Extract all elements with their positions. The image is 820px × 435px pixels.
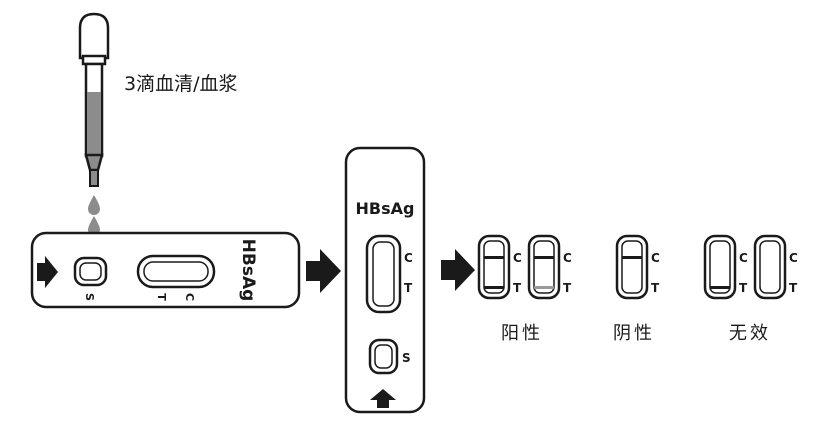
test-line-label: T xyxy=(789,281,798,295)
result-window xyxy=(703,234,737,300)
control-line xyxy=(484,256,504,259)
test-line-faint xyxy=(534,286,554,289)
result-window xyxy=(753,234,787,300)
sample-well-label: S xyxy=(402,351,411,365)
invalid-strip: C T xyxy=(703,234,748,300)
invalid-label: 无效 xyxy=(729,323,771,344)
negative-strip: C T xyxy=(615,234,660,300)
positive-strip: C T xyxy=(527,234,572,300)
cassette-brand: HBsAg xyxy=(356,199,415,218)
control-line-label: C xyxy=(739,251,748,265)
result-window-inner xyxy=(483,240,505,294)
invalid-strip: C T xyxy=(753,234,798,300)
positive-label: 阳性 xyxy=(501,323,543,344)
test-line-label: T xyxy=(651,281,660,295)
arrow-right-icon xyxy=(37,256,58,288)
test-line-label: T xyxy=(563,281,572,295)
cassette-brand: HBsAg xyxy=(238,239,258,302)
test-line-label: T xyxy=(404,281,413,295)
test-line xyxy=(710,286,730,289)
vertical-cassette: HBsAg C T S xyxy=(344,146,426,414)
sample-drop xyxy=(88,195,100,215)
control-line xyxy=(622,256,642,259)
result-window-inner xyxy=(759,240,781,294)
control-line-label: C xyxy=(404,251,413,265)
result-window xyxy=(136,254,216,289)
test-line-label: T xyxy=(155,293,168,301)
result-window xyxy=(527,234,561,300)
dropper-serum-fill xyxy=(87,92,101,156)
result-window-inner xyxy=(533,240,555,294)
control-line-label: C xyxy=(513,251,522,265)
control-line-label: C xyxy=(563,251,572,265)
result-window-inner xyxy=(143,261,209,282)
dropper-bulb xyxy=(78,12,110,60)
arrow-right-icon xyxy=(441,249,475,291)
result-window xyxy=(365,234,402,314)
sample-drop xyxy=(88,216,100,236)
result-window-inner xyxy=(709,240,731,294)
control-line-label: C xyxy=(789,251,798,265)
result-window-inner xyxy=(621,240,643,294)
negative-label: 阴性 xyxy=(613,323,655,344)
arrow-up-icon xyxy=(370,389,396,408)
dropper-label: 3滴血清/血浆 xyxy=(124,73,238,95)
arrow-right-icon xyxy=(306,249,341,293)
result-window-inner xyxy=(372,241,395,307)
sample-well xyxy=(368,338,399,375)
control-line-label: C xyxy=(183,293,196,301)
sample-well-inner xyxy=(79,262,102,281)
dropper-taper xyxy=(84,153,104,172)
control-line-label: C xyxy=(651,251,660,265)
positive-strip: C T xyxy=(477,234,522,300)
result-window xyxy=(477,234,511,300)
sample-well-label: S xyxy=(83,293,96,301)
result-window xyxy=(615,234,649,300)
control-line xyxy=(534,256,554,259)
test-line xyxy=(484,286,504,289)
horizontal-cassette: S T C HBsAg xyxy=(30,231,301,309)
sample-well-inner xyxy=(374,344,393,369)
dropper-tip xyxy=(89,169,99,187)
test-line-label: T xyxy=(513,281,522,295)
dropper xyxy=(78,12,110,258)
test-line-label: T xyxy=(739,281,748,295)
